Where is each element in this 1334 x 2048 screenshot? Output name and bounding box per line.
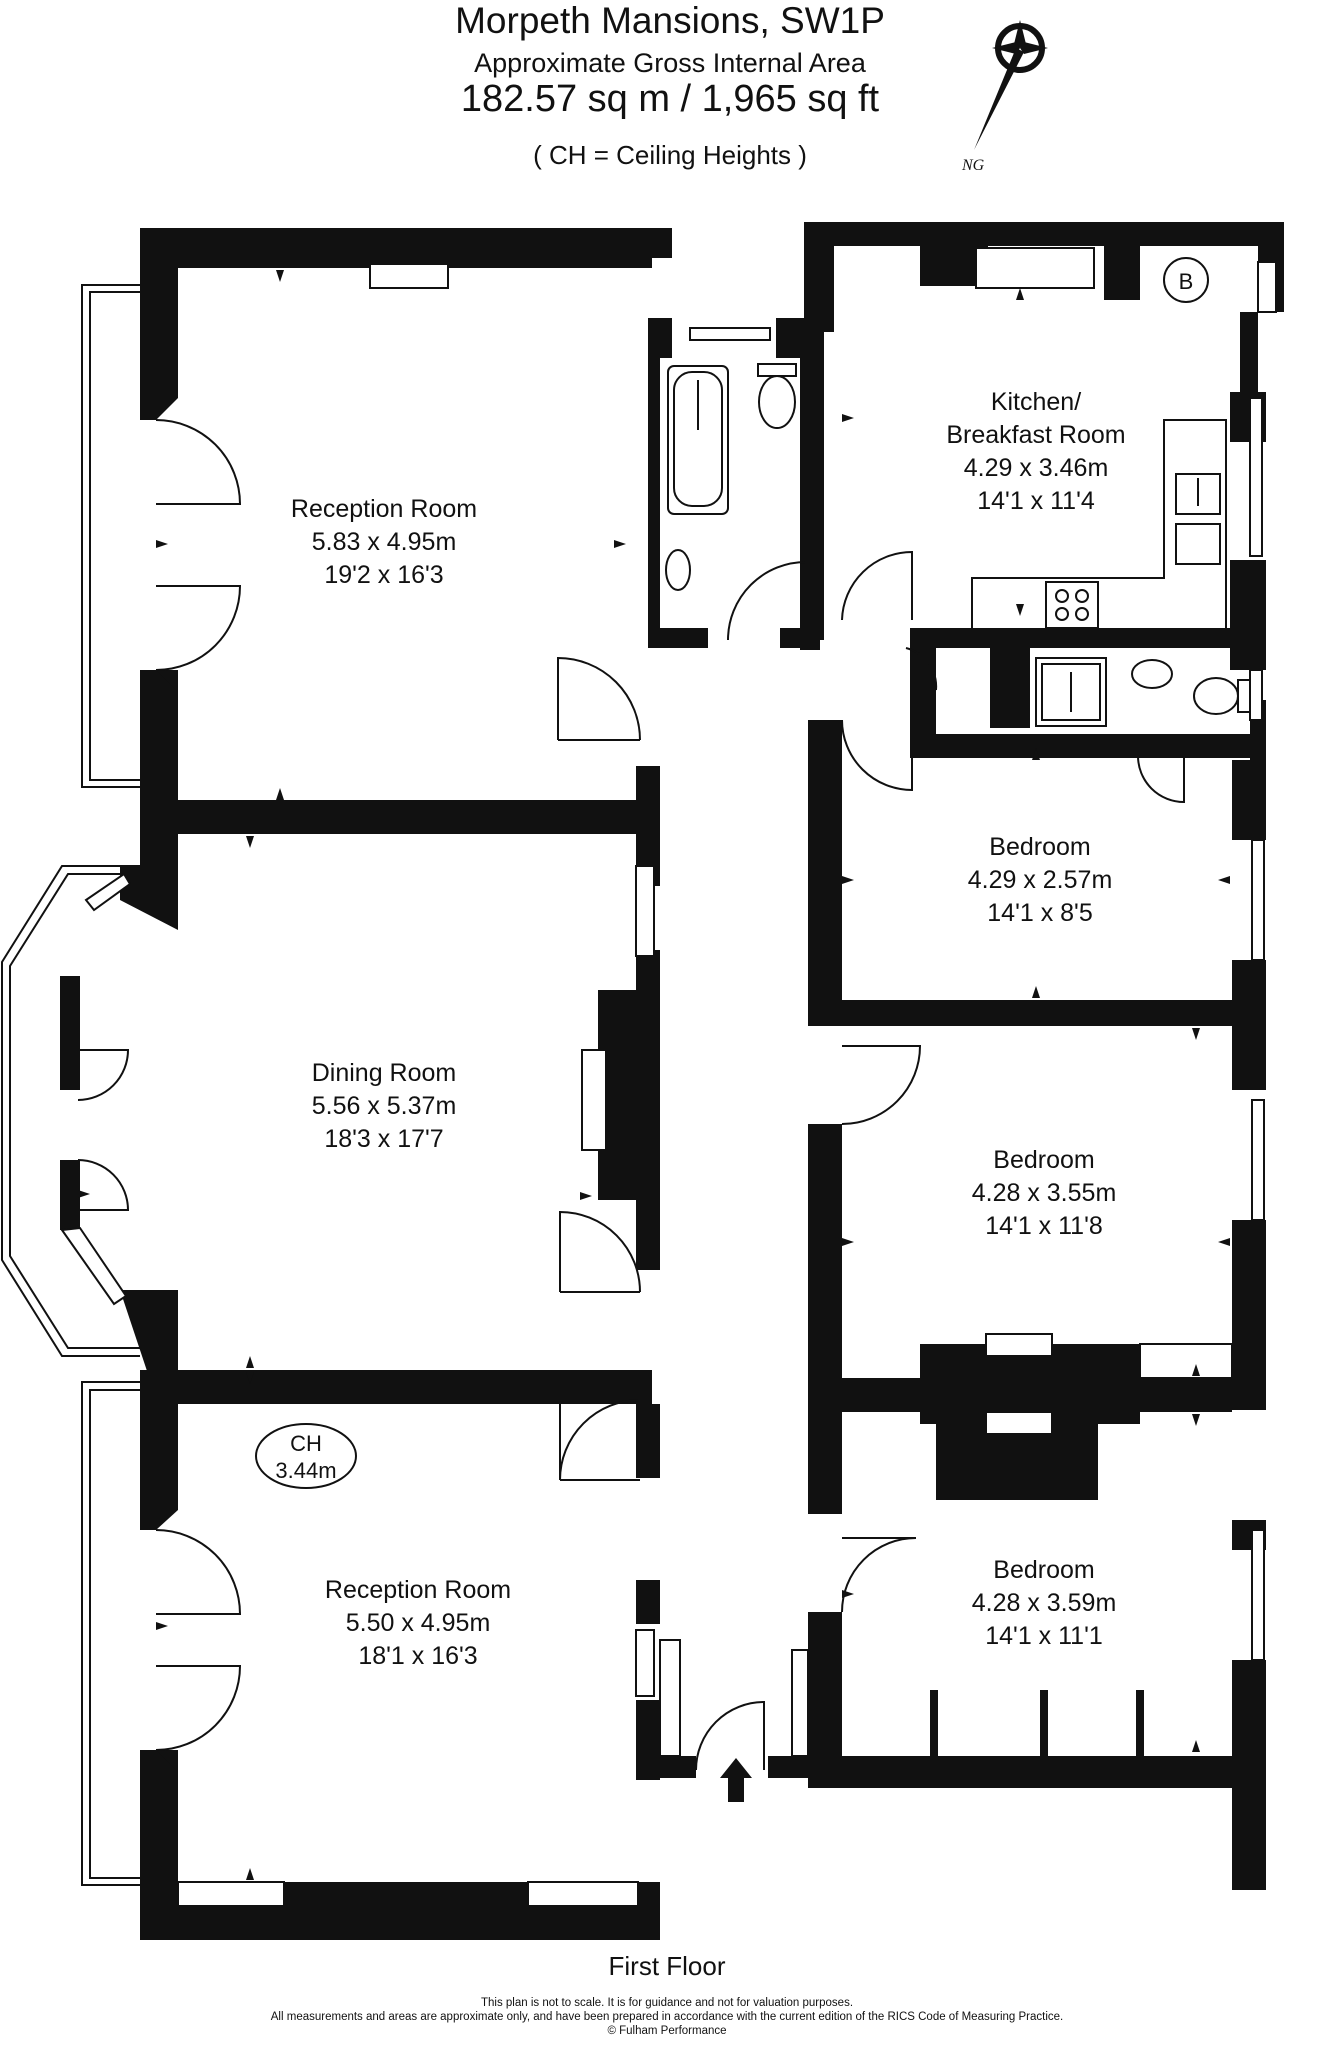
floor-label: First Floor [608, 1951, 726, 1981]
svg-text:19'2 x 16'3: 19'2 x 16'3 [324, 561, 443, 589]
svg-text:Bedroom: Bedroom [993, 1556, 1094, 1584]
basin-2-icon [1131, 659, 1173, 689]
balcony-top-inner [89, 291, 140, 781]
boiler: B [1163, 257, 1209, 303]
basin-icon [665, 549, 691, 591]
windows [60, 247, 1277, 1907]
bay-window-outline [1, 865, 140, 1357]
room-bedroom-2: Bedroom 4.28 x 3.55m 14'1 x 11'8 [972, 1146, 1117, 1240]
gross-area: 182.57 sq m / 1,965 sq ft [460, 78, 880, 120]
svg-text:14'1 x 8'5: 14'1 x 8'5 [987, 899, 1092, 927]
room-kitchen: Kitchen/ Breakfast Room 4.29 x 3.46m 14'… [946, 388, 1125, 515]
disclaimer: This plan is not to scale. It is for gui… [0, 1996, 1334, 2038]
kitchen-units [971, 419, 1227, 632]
boiler-label: B [1179, 269, 1194, 294]
sink-icon [1175, 473, 1221, 515]
plan-subtitle: Approximate Gross Internal Area [474, 48, 866, 78]
room-reception-1: Reception Room 5.83 x 4.95m 19'2 x 16'3 [291, 495, 477, 589]
balcony-top [81, 284, 140, 788]
room-reception-2: Reception Room 5.50 x 4.95m 18'1 x 16'3 [325, 1576, 511, 1670]
shower-icon [1035, 657, 1107, 727]
disclaimer-line-2: All measurements and areas are approxima… [270, 2011, 1064, 2023]
doors [77, 419, 1185, 1771]
svg-text:4.28 x 3.59m: 4.28 x 3.59m [972, 1589, 1117, 1617]
plan-title: Morpeth Mansions, SW1P [455, 0, 885, 41]
svg-text:Reception Room: Reception Room [325, 1576, 511, 1604]
hob-icon [1045, 581, 1099, 629]
ceiling-height-label: CH [290, 1431, 322, 1456]
svg-text:14'1 x 11'4: 14'1 x 11'4 [977, 487, 1095, 515]
svg-text:4.28 x 3.55m: 4.28 x 3.55m [972, 1179, 1117, 1207]
disclaimer-line-3: © Fulham Performance [607, 2025, 727, 2037]
walls [60, 222, 1284, 1940]
svg-text:Kitchen/: Kitchen/ [991, 388, 1081, 416]
svg-text:Bedroom: Bedroom [993, 1146, 1094, 1174]
balcony-bottom-inner [89, 1389, 140, 1879]
svg-text:5.56 x 5.37m: 5.56 x 5.37m [312, 1092, 457, 1120]
ceiling-height-badge: CH 3.44m [255, 1423, 357, 1489]
bathroom-fixtures [665, 363, 1251, 727]
svg-text:Reception Room: Reception Room [291, 495, 477, 523]
svg-text:5.50 x 4.95m: 5.50 x 4.95m [346, 1609, 491, 1637]
svg-text:4.29 x 2.57m: 4.29 x 2.57m [968, 866, 1113, 894]
ceiling-height-value: 3.44m [275, 1458, 336, 1483]
svg-text:18'1 x 16'3: 18'1 x 16'3 [358, 1642, 477, 1670]
bath-icon [667, 365, 729, 515]
svg-text:Bedroom: Bedroom [989, 833, 1090, 861]
svg-text:14'1 x 11'8: 14'1 x 11'8 [985, 1212, 1103, 1240]
svg-text:14'1 x 11'1: 14'1 x 11'1 [985, 1622, 1103, 1650]
compass-icon: NG [961, 20, 1048, 174]
compass-initials: NG [961, 157, 985, 174]
ceiling-height-legend: ( CH = Ceiling Heights ) [533, 140, 807, 170]
entrance-arrow-icon [720, 1758, 752, 1802]
disclaimer-line-1: This plan is not to scale. It is for gui… [480, 1997, 854, 2009]
balcony-bottom [81, 1381, 140, 1886]
svg-text:Breakfast Room: Breakfast Room [946, 421, 1125, 449]
room-dining: Dining Room 5.56 x 5.37m 18'3 x 17'7 [312, 1059, 457, 1153]
svg-text:Dining Room: Dining Room [312, 1059, 457, 1087]
room-bedroom-3: Bedroom 4.28 x 3.59m 14'1 x 11'1 [972, 1556, 1117, 1650]
svg-text:4.29 x 3.46m: 4.29 x 3.46m [964, 454, 1109, 482]
toilet-2-icon [1193, 677, 1239, 715]
toilet-icon [758, 375, 796, 429]
room-bedroom-1: Bedroom 4.29 x 2.57m 14'1 x 8'5 [968, 833, 1113, 927]
svg-text:5.83 x 4.95m: 5.83 x 4.95m [312, 528, 457, 556]
measure-ticks [78, 270, 1230, 1880]
svg-text:18'3 x 17'7: 18'3 x 17'7 [324, 1125, 443, 1153]
